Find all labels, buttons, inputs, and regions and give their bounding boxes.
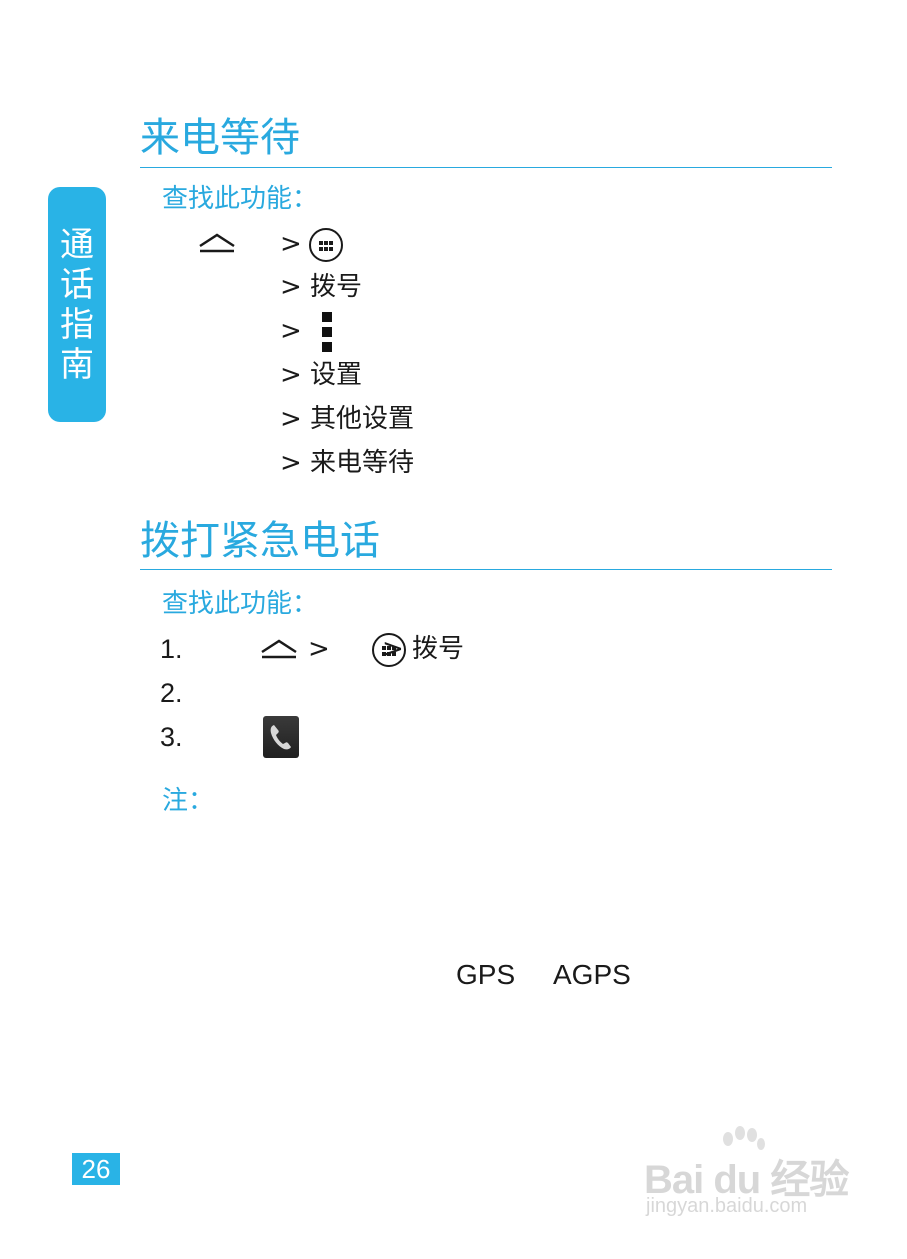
baidu-jingyan-watermark: Bai du 经验 jingyan.baidu.com <box>640 1125 860 1225</box>
gps-text: GPS <box>456 959 516 990</box>
phone-app-icon <box>263 716 299 758</box>
note-label: 注： <box>162 786 215 816</box>
watermark-url: jingyan.baidu.com <box>646 1195 808 1217</box>
section-side-tab: 通 话 指 南 <box>48 187 106 422</box>
side-tab-char: 指 <box>60 304 94 345</box>
find-feature-label: 查找此功能： <box>162 589 319 619</box>
overflow-menu-icon <box>322 312 334 352</box>
paw-icon <box>723 1126 765 1150</box>
list-number: 1. <box>160 634 183 664</box>
home-icon <box>261 639 297 659</box>
step-arrow: > <box>308 634 330 664</box>
apps-grid-icon <box>372 633 407 667</box>
side-tab-char: 通 <box>60 224 94 265</box>
page-number: 26 <box>72 1153 120 1185</box>
section-title-call-waiting: 来电等待 <box>140 115 300 161</box>
section-divider <box>140 569 832 570</box>
step-arrow: > <box>280 316 302 346</box>
side-tab-char: 南 <box>60 344 94 385</box>
list-number: 3. <box>160 722 183 752</box>
home-icon <box>199 233 235 253</box>
step-dialer: > 拨号 <box>280 272 363 302</box>
agps-text: AGPS <box>553 959 631 990</box>
find-feature-label: 查找此功能： <box>162 184 319 214</box>
watermark-logo: Bai du 经验 <box>644 1158 849 1202</box>
step-dialer: > 拨号 <box>382 634 465 664</box>
step-arrow: > <box>280 229 302 259</box>
apps-grid-icon <box>309 228 343 262</box>
section-title-emergency-call: 拨打紧急电话 <box>140 518 380 564</box>
side-tab-char: 话 <box>60 264 94 305</box>
step-other-settings: > 其他设置 <box>280 404 415 434</box>
step-settings: > 设置 <box>280 360 363 390</box>
step-call-waiting: > 来电等待 <box>280 448 415 478</box>
list-number: 2. <box>160 678 183 708</box>
section-divider <box>140 167 832 168</box>
